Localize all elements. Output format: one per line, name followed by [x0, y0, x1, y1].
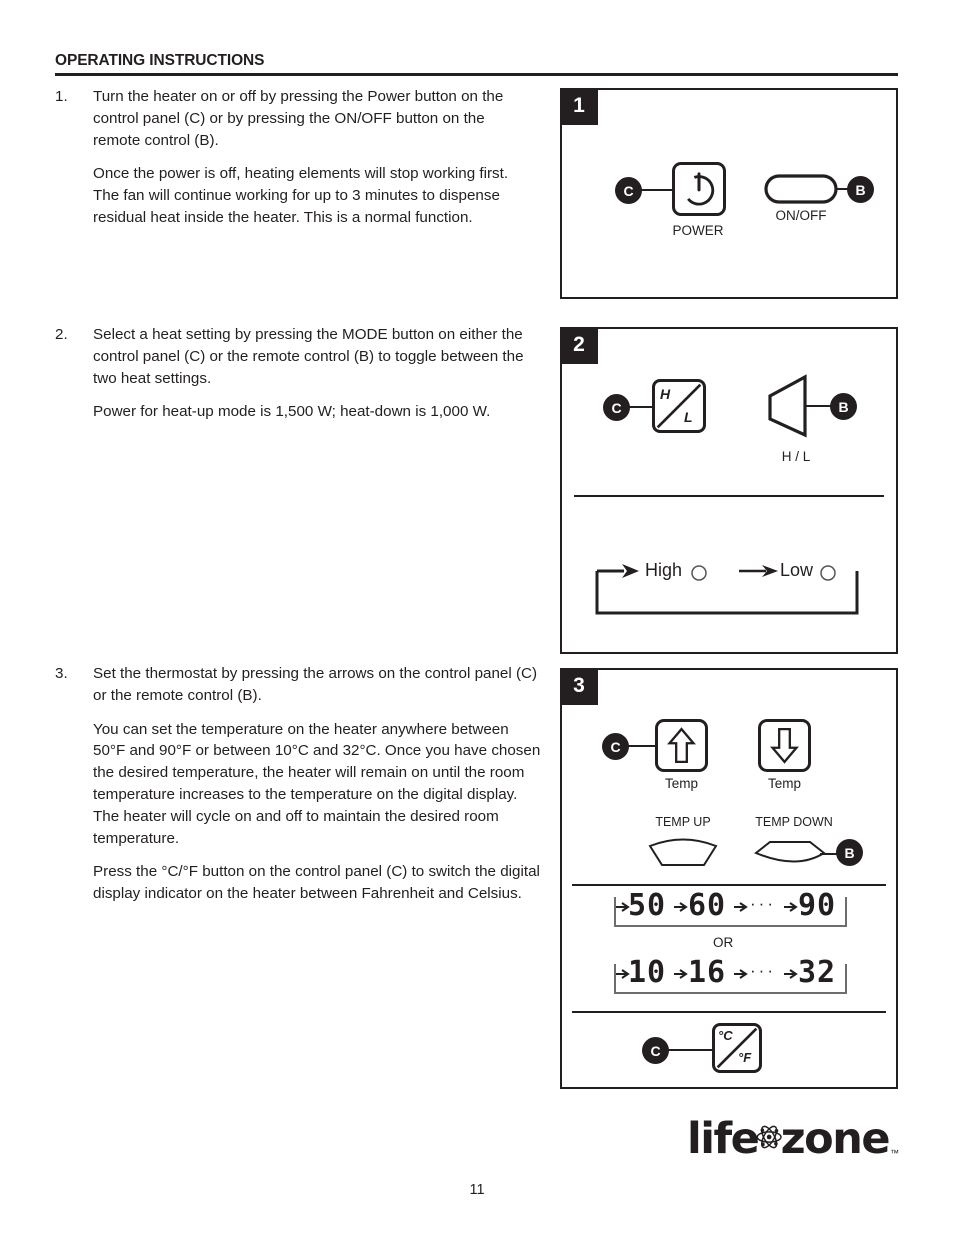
callout-c-control-panel: C: [602, 733, 629, 760]
diagonal-divider-icon: [656, 383, 702, 429]
panel-number-badge: 1: [560, 88, 598, 125]
page-title: OPERATING INSTRUCTIONS: [55, 52, 265, 69]
panel-number-badge: 3: [560, 668, 598, 705]
display-value-f-min: 50: [628, 888, 667, 923]
arrow-right-small-icon: [734, 902, 748, 912]
heat-cycle-diagram: [595, 564, 859, 615]
display-ellipsis-c: ···: [750, 961, 776, 980]
step-paragraph: Set the thermostat by pressing the arrow…: [93, 665, 538, 704]
display-value-f-mid: 60: [688, 888, 727, 923]
unit-label-celsius: °C: [718, 1028, 733, 1043]
arrow-up-icon: [667, 727, 696, 764]
indicator-led-low-icon: [820, 565, 836, 581]
temp-up-label: Temp: [664, 776, 698, 791]
arrow-right-small-icon: [616, 969, 630, 979]
display-value-c-min: 10: [628, 955, 667, 990]
remote-onoff-label: ON/OFF: [775, 208, 827, 223]
leader-line-b: [804, 405, 836, 407]
callout-c-control-panel: C: [603, 394, 630, 421]
logo-word-life: life: [687, 1114, 760, 1164]
mode-label-high: H: [660, 386, 671, 402]
callout-c-unit-button: C: [642, 1037, 669, 1064]
display-frame-celsius: [614, 964, 847, 994]
brand-logo: life zone ™: [687, 1110, 899, 1168]
remote-hl-button[interactable]: [767, 374, 829, 438]
step-number: 2.: [55, 326, 68, 343]
instruction-step-3: 3. Set the thermostat by pressing the ar…: [55, 663, 545, 905]
remote-temp-down-label: TEMP DOWN: [755, 815, 833, 829]
step-paragraph: Turn the heater on or off by pressing th…: [93, 88, 504, 149]
remote-temp-down-button[interactable]: [752, 836, 828, 868]
leader-line-c: [628, 406, 654, 408]
mode-label-low: L: [684, 409, 693, 425]
header-divider: [55, 73, 898, 77]
step-paragraph: Press the °C/°F button on the control pa…: [93, 863, 540, 903]
display-frame-fahrenheit: [614, 897, 847, 927]
arrow-down-icon: [770, 727, 799, 764]
arrow-right-small-icon: [784, 969, 798, 979]
figure-panel-1: 1 C POWER B ON/OFF: [560, 88, 898, 299]
leader-line-b: [820, 853, 848, 855]
power-button[interactable]: [672, 162, 726, 216]
instruction-step-2: 2. Select a heat setting by pressing the…: [55, 324, 535, 423]
arrow-right-small-icon: [674, 902, 688, 912]
step-body: Select a heat setting by pressing the MO…: [93, 324, 535, 423]
remote-onoff-button[interactable]: [764, 174, 838, 204]
leader-line-c: [640, 189, 674, 191]
display-value-c-mid: 16: [688, 955, 727, 990]
temp-up-button[interactable]: [655, 719, 708, 772]
callout-b-remote: B: [830, 393, 857, 420]
remote-temp-up-button[interactable]: [646, 836, 720, 868]
logo-trademark: ™: [890, 1148, 899, 1158]
display-or-label: OR: [713, 935, 734, 950]
instruction-step-1: 1. Turn the heater on or off by pressing…: [55, 86, 535, 229]
step-number: 3.: [55, 665, 68, 682]
mode-button-hl[interactable]: [652, 379, 706, 433]
indicator-led-high-icon: [691, 565, 707, 581]
logo-word-zone: zone: [780, 1114, 891, 1164]
step-paragraph: Once the power is off, heating elements …: [93, 165, 509, 226]
display-ellipsis-f: ···: [750, 894, 776, 913]
unit-label-fahrenheit: °F: [738, 1050, 752, 1065]
step-paragraph: Power for heat-up mode is 1,500 W; heat-…: [93, 403, 491, 421]
arrow-right-small-icon: [616, 902, 630, 912]
figure-panel-3: 3 C Temp Temp TEMP UP TEMP DOWN B: [560, 668, 898, 1089]
arrow-right-small-icon: [734, 969, 748, 979]
step-paragraph: You can set the temperature on the heate…: [93, 720, 541, 847]
panel-section-divider: [574, 495, 884, 497]
remote-temp-up-label: TEMP UP: [655, 815, 711, 829]
figure-panel-2: 2 C H L B H / L: [560, 327, 898, 654]
cycle-label-high: High: [645, 560, 683, 580]
diagonal-divider-icon: [716, 1027, 758, 1069]
callout-c-control-panel: C: [615, 177, 642, 204]
page-number: 11: [469, 1182, 485, 1198]
leader-line-c: [627, 745, 657, 747]
panel-section-divider-top: [572, 884, 886, 886]
atom-icon: [756, 1125, 783, 1149]
panel-number-badge: 2: [560, 327, 598, 364]
step-body: Turn the heater on or off by pressing th…: [93, 86, 535, 229]
panel-section-divider-bottom: [572, 1011, 886, 1013]
temp-down-button[interactable]: [758, 719, 811, 772]
callout-b-remote: B: [836, 839, 863, 866]
remote-hl-label: H / L: [781, 449, 811, 464]
step-number: 1.: [55, 88, 68, 105]
arrow-right-small-icon: [784, 902, 798, 912]
cycle-label-low: Low: [780, 560, 814, 580]
power-icon: [683, 172, 715, 206]
unit-toggle-button[interactable]: [712, 1023, 762, 1073]
display-value-f-max: 90: [798, 888, 837, 923]
power-button-label: POWER: [672, 223, 724, 238]
page-header: OPERATING INSTRUCTIONS: [55, 52, 898, 77]
callout-b-remote: B: [847, 176, 874, 203]
step-body: Set the thermostat by pressing the arrow…: [93, 663, 545, 905]
step-paragraph: Select a heat setting by pressing the MO…: [93, 326, 524, 387]
display-value-c-max: 32: [798, 955, 837, 990]
arrow-right-small-icon: [674, 969, 688, 979]
temp-down-label: Temp: [767, 776, 801, 791]
leader-line-unit: [667, 1049, 716, 1051]
